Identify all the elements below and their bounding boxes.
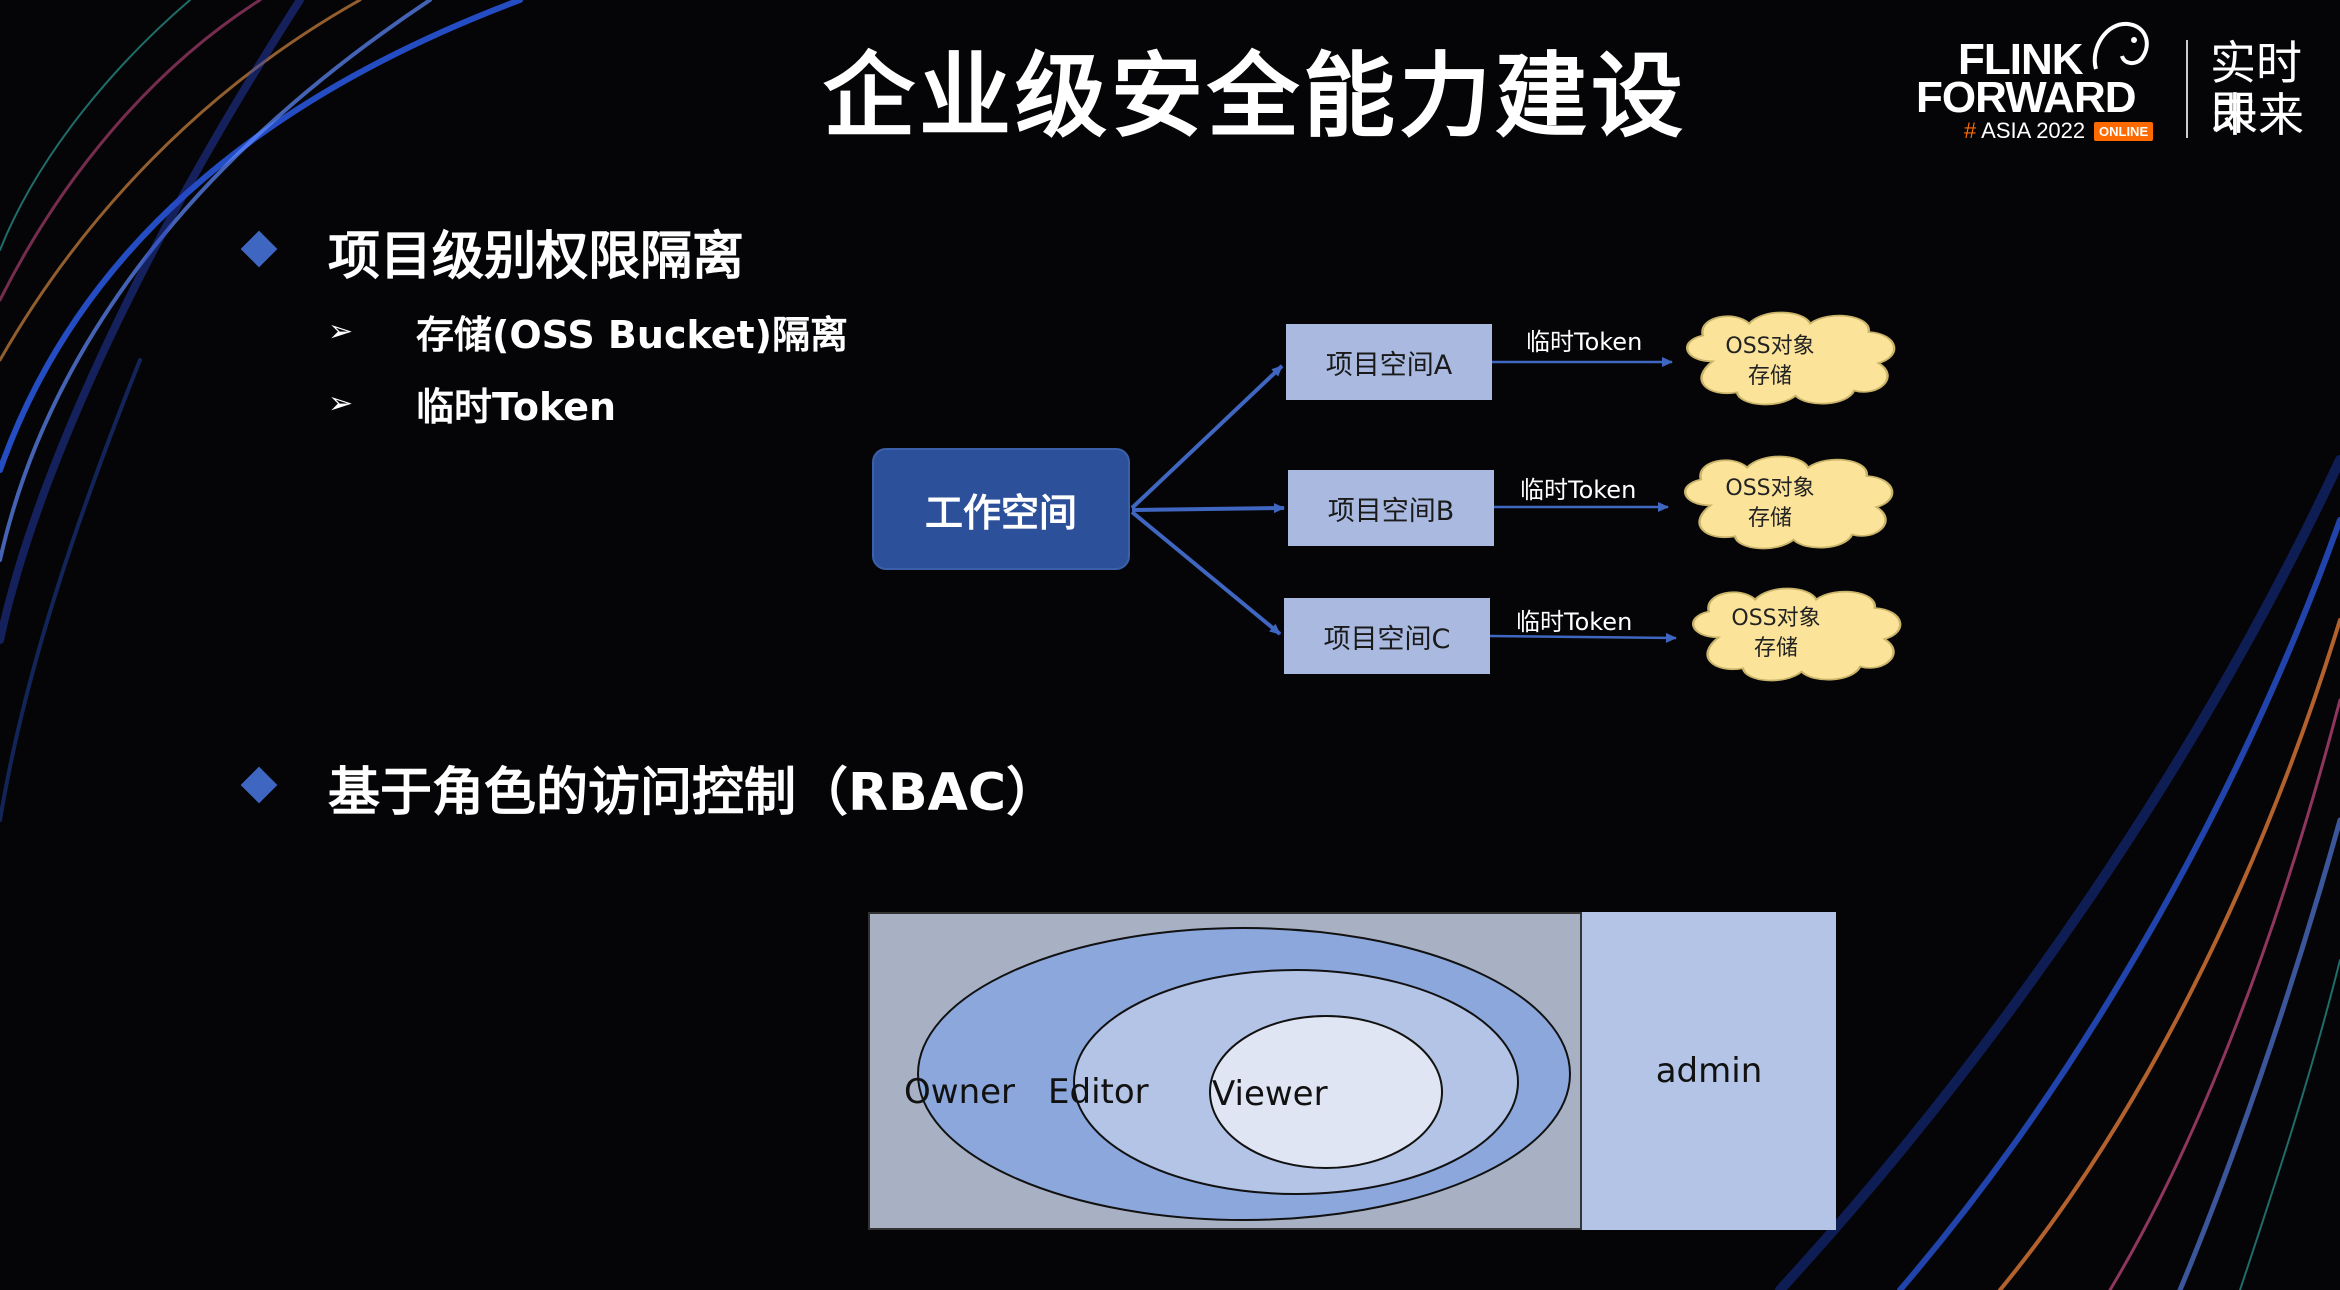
bullet-storage-isolation: 存储(OSS Bucket)隔离 [416, 313, 849, 357]
arrow-workspace-to-b [1131, 503, 1285, 514]
cloud-text-a: OSS对象 存储 [1680, 332, 1860, 392]
cloud-text-b: OSS对象 存储 [1680, 474, 1860, 534]
arrow-bullet-icon: ➢ [328, 314, 354, 349]
arrow-c-to-storage [1489, 632, 1677, 643]
bullet-temp-token: 临时Token [416, 385, 617, 429]
viewer-ellipse [1209, 1015, 1443, 1169]
project-node-a: 项目空间A [1286, 324, 1492, 400]
cloud-text-c-line2: 存储 [1753, 636, 1798, 661]
rbac-role-ellipses [917, 927, 1571, 1221]
brand-line-flink: FLINK [1958, 35, 2084, 84]
project-node-b: 项目空间B [1288, 470, 1494, 546]
token-label-b: 临时Token [1520, 476, 1637, 504]
cloud-text-b-line2: 存储 [1747, 506, 1792, 531]
slogan-line-2: 未来 [2212, 88, 2304, 142]
role-label-owner: Owner [904, 1072, 1016, 1112]
token-label-a: 临时Token [1526, 328, 1643, 356]
cloud-text-c: OSS对象 存储 [1686, 604, 1866, 664]
project-node-c: 项目空间C [1284, 598, 1490, 674]
role-label-viewer: Viewer [1212, 1074, 1328, 1114]
arrow-workspace-to-c [1130, 510, 1282, 636]
rbac-admin-panel: admin [1580, 912, 1836, 1230]
workspace-node: 工作空间 [872, 448, 1130, 570]
role-label-editor: Editor [1048, 1072, 1149, 1112]
cloud-text-a-line2: 存储 [1747, 364, 1792, 389]
cloud-text-b-line1: OSS对象 [1725, 476, 1815, 501]
arrow-workspace-to-a [1130, 364, 1284, 510]
squirrel-icon [2092, 21, 2149, 70]
online-badge: ONLINE [2094, 122, 2154, 141]
brand-hash: # [1964, 118, 1977, 143]
cloud-text-c-line1: OSS对象 [1731, 606, 1821, 631]
token-label-c: 临时Token [1516, 608, 1633, 636]
page-title: 企业级安全能力建设 [822, 43, 1687, 150]
section-heading-rbac: 基于角色的访问控制（RBAC） [328, 763, 1059, 823]
arrow-bullet-icon: ➢ [328, 386, 354, 421]
brand-line-forward: FORWARD [1916, 73, 2137, 122]
brand-divider [2186, 40, 2188, 138]
section-heading-isolation: 项目级别权限隔离 [328, 227, 745, 287]
brand-event-name: ASIA 2022 [1981, 118, 2086, 143]
brand-event: # ASIA 2022 [1964, 118, 2085, 144]
cloud-text-a-line1: OSS对象 [1725, 334, 1815, 359]
slogan-line-1: 实时即 [2210, 36, 2302, 140]
